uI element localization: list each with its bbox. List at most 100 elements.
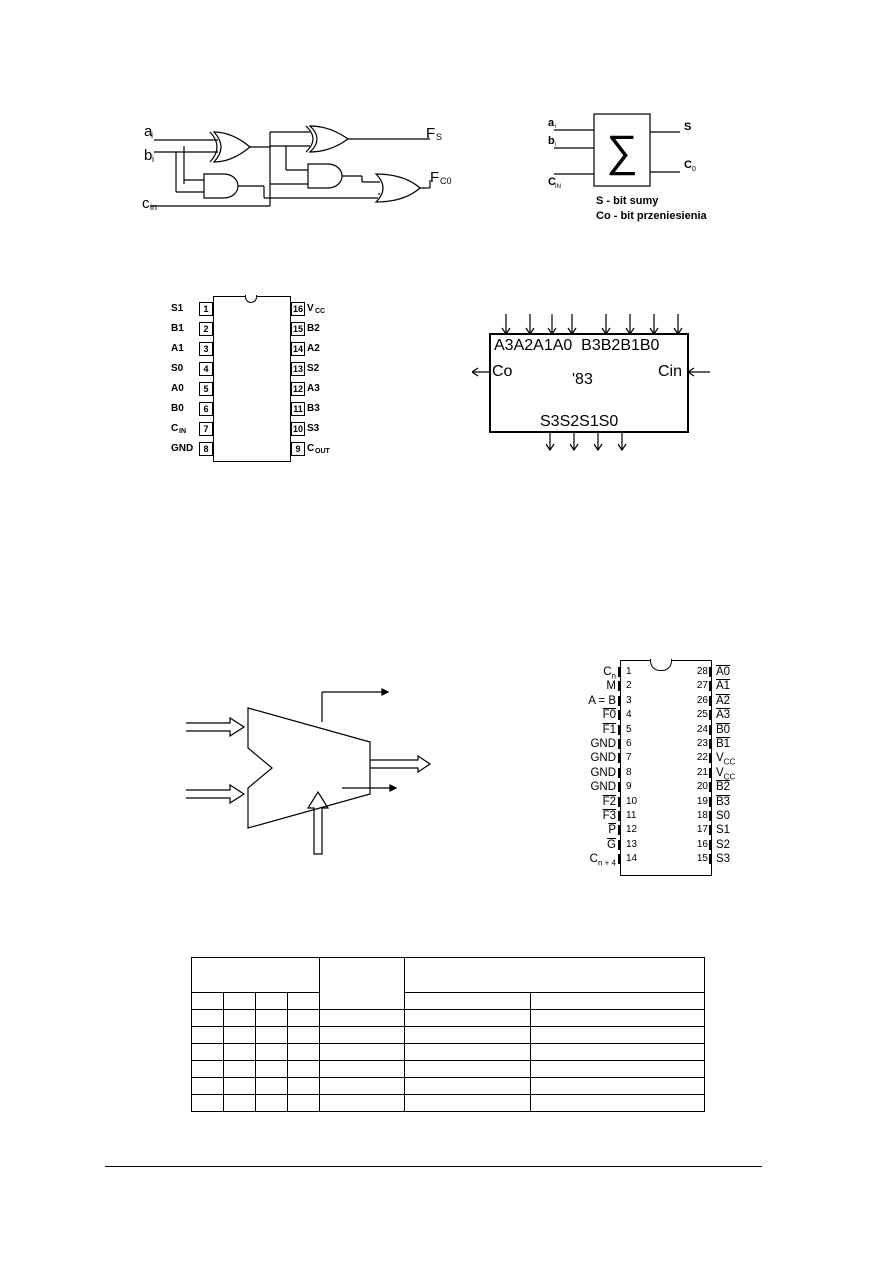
pin-label-text: F0	[602, 709, 616, 722]
table-row	[191, 1094, 705, 1112]
pin-label: S2	[716, 839, 730, 851]
chip28-pin-2: M 2	[540, 680, 660, 693]
chip16-pin-14: 14 A2	[289, 342, 341, 356]
full-adder-circuit: a i b i c in F S F C0	[142, 123, 452, 212]
pin-lead	[618, 782, 621, 793]
pin-label: GND	[590, 767, 616, 779]
pin-label: G	[607, 839, 616, 851]
input-arrow-head	[501, 327, 511, 336]
input-arrow-head	[673, 327, 683, 336]
table-cell	[319, 1043, 405, 1061]
chip28-pin-27: 27 A1	[670, 680, 762, 693]
chip16-pin-4: S0 4	[165, 362, 213, 376]
pin-label-text: A3	[716, 709, 731, 722]
pin-label-text: C	[603, 666, 612, 678]
pin-label: B2	[307, 323, 320, 334]
table-cell	[255, 1060, 288, 1078]
pin-lead	[709, 681, 712, 692]
pin-lead	[709, 753, 712, 764]
pin-label-text: F3	[602, 810, 616, 822]
pin-label: B3	[716, 796, 730, 808]
pin-lead	[618, 739, 621, 749]
pin-label-sub: n + 4	[597, 858, 616, 868]
chip28-pin-21: 21 VCC	[670, 767, 762, 781]
table-cell	[191, 1026, 224, 1044]
table-row	[191, 1077, 705, 1095]
pin-lead	[618, 753, 621, 764]
input-arrow-head	[625, 327, 635, 336]
pin-number-box: 7	[199, 422, 213, 436]
pin-label: V	[307, 303, 314, 314]
pin-lead	[709, 695, 712, 706]
pin-lead	[618, 825, 621, 836]
input-a-label: a	[144, 123, 153, 140]
output-arrow-head	[569, 443, 579, 452]
pin-number: 6	[626, 738, 632, 749]
pin-lead	[618, 811, 621, 821]
pin-number-box: 6	[199, 402, 213, 416]
input-arrow-head	[525, 327, 535, 336]
input-arrow-head	[567, 327, 577, 336]
pin-number: 8	[626, 766, 632, 778]
sigma-out-c-sub: 0	[692, 166, 696, 173]
pin-number: 1	[626, 666, 632, 677]
chip16-pin-5: A0 5	[165, 382, 213, 396]
chip28-pin-26: 26 A2	[670, 695, 762, 708]
chip16-pin-1: S1 1	[165, 302, 213, 316]
pin-number: 10	[626, 795, 638, 807]
table-cell	[319, 1094, 405, 1112]
pin-label: S2	[307, 363, 320, 374]
input-c-label: c	[142, 195, 150, 212]
pin-number-box: 9	[291, 442, 305, 456]
table-header-outputs	[404, 957, 705, 993]
pin-label-text: GND	[590, 752, 616, 765]
chip16-pin-11: 11 B3	[289, 402, 341, 416]
output-arrow-head	[593, 443, 603, 452]
pin-label: C	[171, 423, 179, 434]
pin-number: 19	[696, 795, 708, 807]
input-b-sub: i	[152, 154, 154, 164]
input-arrow-head	[601, 327, 611, 336]
table-cell	[287, 1094, 320, 1112]
input-arrow-head	[547, 327, 557, 336]
chip28-pin-28: 28 A0	[670, 666, 762, 679]
pin-label: VCC	[716, 767, 735, 781]
table-cell	[404, 1043, 531, 1061]
pin-number-box: 11	[291, 402, 305, 416]
output-fc-label: F	[430, 169, 439, 186]
table-cell	[255, 1043, 288, 1061]
output-fs-label: F	[426, 125, 435, 142]
pin-label-text: GND	[590, 738, 616, 750]
output-arrow-head	[617, 443, 627, 452]
chip28-pin-3: A = B 3	[540, 695, 660, 708]
table-cell	[191, 1094, 224, 1112]
pin-number-box: 12	[291, 382, 305, 396]
pin-number: 17	[696, 824, 708, 836]
chip28-pin-8: GND 8	[540, 767, 660, 780]
pin-lead	[709, 811, 712, 821]
pin-number-box: 8	[199, 442, 213, 456]
pin-label: A3	[716, 709, 730, 721]
chip28-pin-7: GND 7	[540, 752, 660, 765]
pin-label: C	[307, 443, 315, 454]
pin-label: A0	[171, 383, 184, 394]
chip28-pin-15: 15 S3	[670, 853, 762, 866]
table-cell	[223, 1060, 256, 1078]
table-cell	[319, 1026, 405, 1044]
pin-label: P	[608, 824, 616, 836]
table-row	[191, 1060, 705, 1078]
table-cell	[223, 1026, 256, 1044]
pin-label: B3	[307, 403, 320, 414]
pin-label: F2	[603, 796, 616, 808]
chip16-body	[213, 296, 291, 462]
pin-label-text: B1	[716, 738, 731, 750]
pin-label: A = B	[588, 695, 616, 707]
chip28-pin-11: F3 11	[540, 810, 660, 823]
table-cell	[255, 1009, 288, 1027]
pin-label: S1	[716, 824, 730, 836]
pin-number: 15	[696, 853, 708, 865]
chip28-pin-1: Cn 1	[540, 666, 660, 680]
output-fc-sub: C0	[440, 176, 452, 186]
